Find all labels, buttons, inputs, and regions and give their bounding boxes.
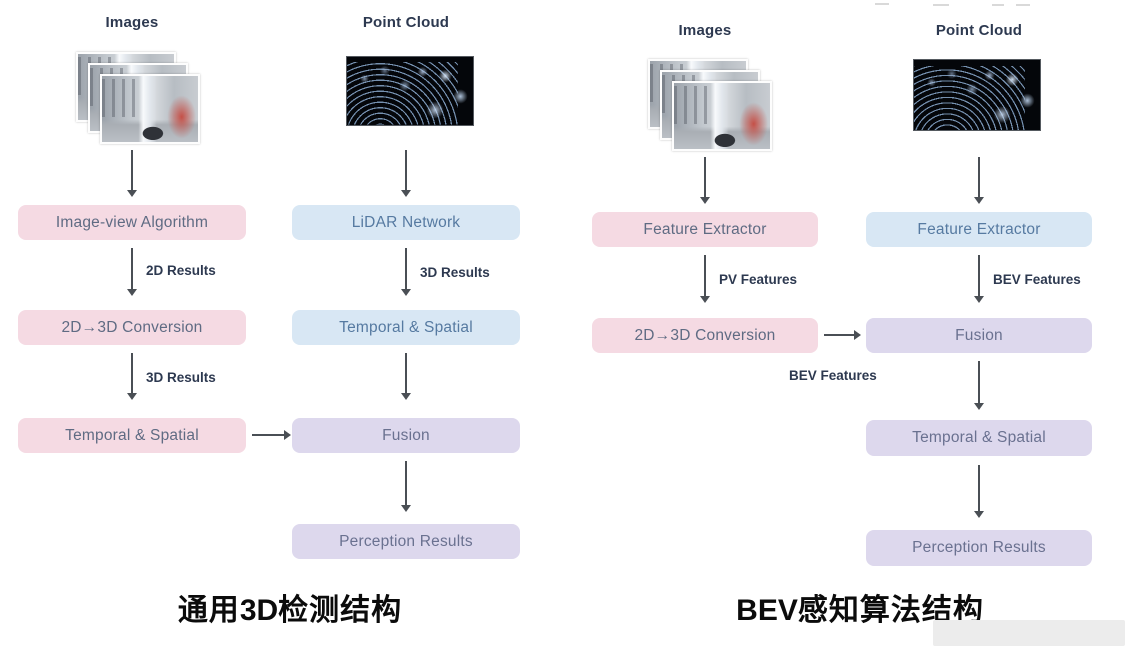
down-arrow-icon bbox=[700, 157, 710, 204]
point-cloud-thumbnail bbox=[913, 59, 1041, 131]
top-artifact-dash bbox=[875, 3, 889, 5]
top-artifact-dash bbox=[1016, 4, 1030, 6]
image-view-algorithm-box: Image-view Algorithm bbox=[18, 205, 246, 240]
down-arrow-icon bbox=[127, 248, 137, 296]
camera-photo bbox=[100, 74, 200, 144]
perception-results-box: Perception Results bbox=[866, 530, 1092, 566]
lidar-network-box: LiDAR Network bbox=[292, 205, 520, 240]
perception-results-box: Perception Results bbox=[292, 524, 520, 559]
2d-3d-conversion-box: 2D→3D Conversion bbox=[592, 318, 818, 353]
down-arrow-icon bbox=[401, 150, 411, 197]
temporal-spatial-box: Temporal & Spatial bbox=[866, 420, 1092, 456]
caption-emphasis: BEV bbox=[736, 594, 798, 627]
camera-images-thumbnail bbox=[76, 52, 200, 146]
caption-text: 通用 bbox=[177, 594, 240, 627]
down-arrow-icon bbox=[401, 248, 411, 296]
down-arrow-icon bbox=[401, 461, 411, 512]
arrow-label-3d-results: 3D Results bbox=[146, 370, 216, 385]
down-arrow-icon bbox=[974, 361, 984, 410]
watermark-strip bbox=[933, 620, 1125, 646]
fusion-box: Fusion bbox=[866, 318, 1092, 353]
temporal-spatial-box: Temporal & Spatial bbox=[292, 310, 520, 345]
arrow-label-3d-results: 3D Results bbox=[420, 265, 490, 280]
down-arrow-icon bbox=[974, 255, 984, 303]
down-arrow-icon bbox=[401, 353, 411, 400]
top-artifact-dash bbox=[992, 4, 1004, 6]
point-cloud-thumbnail bbox=[346, 56, 474, 126]
down-arrow-icon bbox=[127, 353, 137, 400]
pointcloud-column-header: Point Cloud bbox=[935, 22, 1023, 39]
caption-text: 检测结构 bbox=[278, 594, 403, 627]
camera-images-thumbnail bbox=[648, 59, 772, 153]
images-column-header: Images bbox=[678, 22, 732, 39]
pointcloud-column-header: Point Cloud bbox=[362, 14, 450, 31]
2d-3d-conversion-box: 2D→3D Conversion bbox=[18, 310, 246, 345]
down-arrow-icon bbox=[700, 255, 710, 303]
caption-emphasis: 3D bbox=[239, 594, 279, 627]
down-arrow-icon bbox=[127, 150, 137, 197]
right-arrow-icon bbox=[824, 330, 861, 340]
feature-extractor-box: Feature Extractor bbox=[866, 212, 1092, 247]
arrow-label-pv-features: PV Features bbox=[719, 272, 798, 287]
fusion-box: Fusion bbox=[292, 418, 520, 453]
left-diagram-caption: 通用3D检测结构 bbox=[150, 585, 430, 629]
down-arrow-icon bbox=[974, 157, 984, 204]
arrow-label-2d-results: 2D Results bbox=[146, 263, 216, 278]
temporal-spatial-box: Temporal & Spatial bbox=[18, 418, 246, 453]
top-artifact-dash bbox=[933, 4, 949, 6]
feature-extractor-box: Feature Extractor bbox=[592, 212, 818, 247]
arrow-label-bev-features: BEV Features bbox=[789, 368, 877, 383]
arrow-label-bev-features: BEV Features bbox=[993, 272, 1081, 287]
down-arrow-icon bbox=[974, 465, 984, 518]
right-arrow-icon bbox=[252, 430, 291, 440]
camera-photo bbox=[672, 81, 772, 151]
images-column-header: Images bbox=[105, 14, 159, 31]
